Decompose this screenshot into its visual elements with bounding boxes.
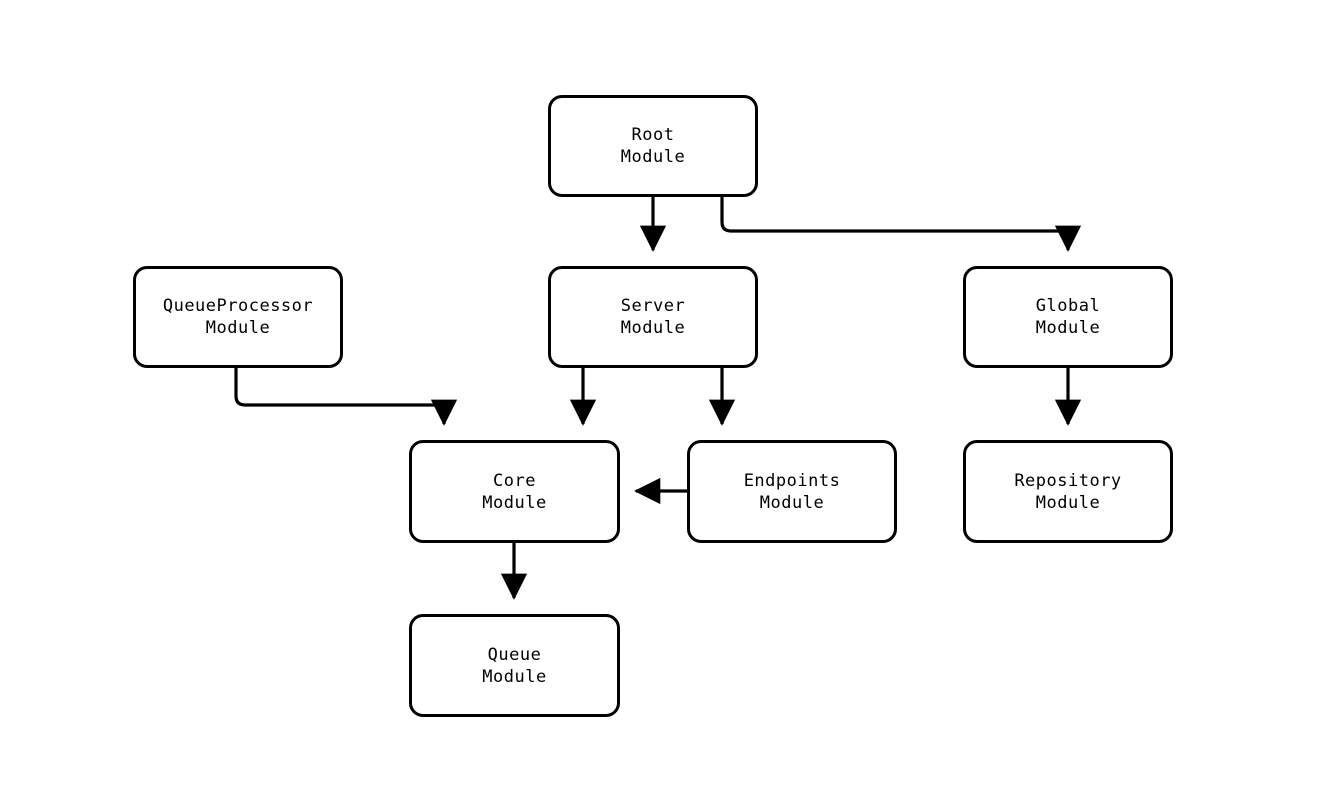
node-server-module-suffix: Module — [620, 318, 686, 338]
node-queueprocessor-module-name: QueueProcessor — [162, 296, 314, 316]
node-root-module[interactable]: Root Module — [548, 95, 758, 197]
node-root-module-name: Root — [631, 125, 675, 145]
node-repository-module[interactable]: Repository Module — [963, 440, 1173, 543]
node-endpoints-module[interactable]: Endpoints Module — [687, 440, 897, 543]
node-global-module-suffix: Module — [1035, 318, 1101, 338]
node-global-module[interactable]: Global Module — [963, 266, 1173, 368]
node-repository-module-suffix: Module — [1035, 492, 1101, 513]
node-queue-module-suffix: Module — [482, 666, 547, 687]
node-queueprocessor-module-suffix: Module — [205, 318, 271, 338]
node-server-module[interactable]: Server Module — [548, 266, 758, 368]
node-core-module[interactable]: Core Module — [409, 440, 620, 543]
node-queue-module[interactable]: Queue Module — [409, 614, 620, 717]
node-endpoints-module-name: Endpoints — [743, 470, 841, 491]
node-server-module-name: Server — [620, 296, 686, 316]
node-root-module-suffix: Module — [620, 147, 686, 167]
node-core-module-suffix: Module — [482, 492, 547, 513]
node-global-module-name: Global — [1035, 296, 1101, 316]
node-repository-module-name: Repository — [1014, 470, 1122, 491]
edge-root-global — [720, 197, 1082, 252]
node-queueprocessor-module[interactable]: QueueProcessor Module — [133, 266, 343, 368]
edge-queueprocessor-core — [234, 368, 458, 426]
node-core-module-name: Core — [493, 470, 536, 491]
node-endpoints-module-suffix: Module — [759, 492, 825, 513]
node-queue-module-name: Queue — [487, 644, 542, 665]
